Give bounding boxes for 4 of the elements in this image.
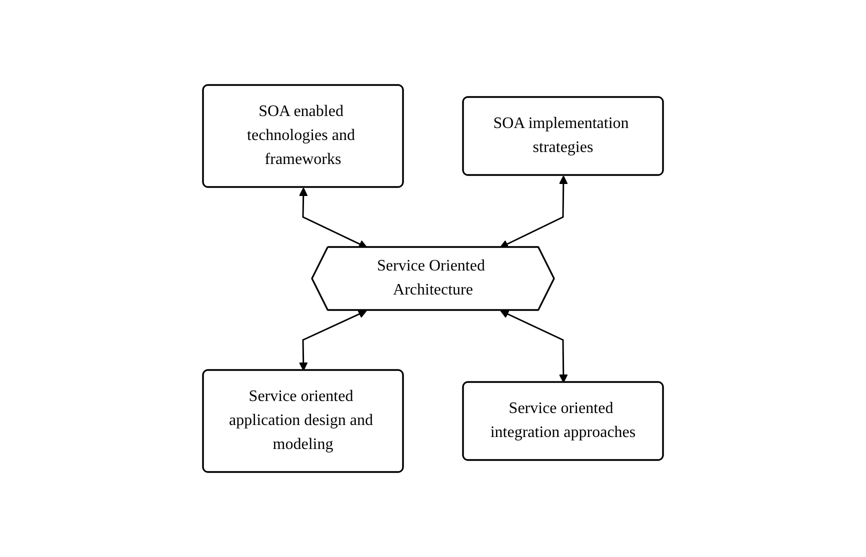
arrow bbox=[298, 188, 368, 248]
arrow bbox=[298, 310, 367, 371]
arrow bbox=[500, 176, 568, 248]
arrow bbox=[500, 310, 568, 383]
